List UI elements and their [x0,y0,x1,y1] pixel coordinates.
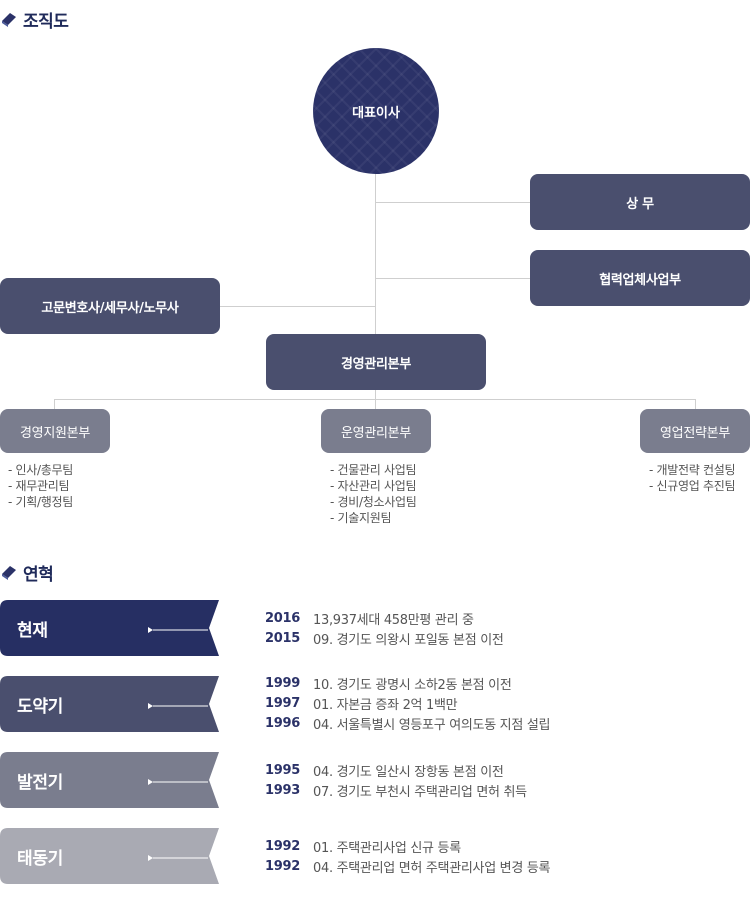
history-text: 07. 경기도 부천시 주택관리업 면허 취득 [313,784,527,800]
era-label: 도약기 [17,696,64,717]
history-text: 04. 경기도 일산시 장항동 본점 이전 [313,764,504,780]
list-item: - 자산관리 사업팀 [330,479,417,493]
connector-advisor [220,306,376,307]
list-item: 1996 04. 서울특별시 영등포구 여의도동 지점 설립 [265,713,550,733]
division-label: 경영지원본부 [20,425,90,441]
history-year: 2016 [265,610,300,626]
era-beginning: 태동기 [0,828,219,884]
history-year: 2015 [265,630,300,646]
history-year: 1996 [265,715,300,731]
list-item: 2016 13,937세대 458만평 관리 중 [265,608,504,628]
connector-division-1 [54,399,55,409]
history-text: 01. 자본금 증좌 2억 1백만 [313,697,458,713]
advisor-label: 고문변호사/세무사/노무사 [41,300,179,316]
history-year: 1997 [265,695,300,711]
history-text: 04. 주택관리업 면허 주택관리사업 변경 등록 [313,860,551,876]
list-item: 2015 09. 경기도 의왕시 포일동 본점 이전 [265,628,504,648]
era-beginning-list: 1992 01. 주택관리사업 신규 등록 1992 04. 주택관리업 면허 주택… [265,836,550,876]
division-1-team-list: - 인사/총무팀 - 재무관리팀 - 기획/행정팀 [8,462,73,510]
history-year: 1992 [265,838,300,854]
era-banner-shape [0,752,219,808]
connector-management-down [375,390,376,400]
list-item: - 재무관리팀 [8,479,70,493]
era-banner-shape [0,676,219,732]
executive-node: 상 무 [530,174,750,230]
era-banner-shape [0,828,219,884]
play-arrow-icon [148,855,208,861]
division-2-team-list: - 건물관리 사업팀 - 자산관리 사업팀 - 경비/청소사업팀 - 기술지원팀 [330,462,417,526]
play-arrow-icon [148,627,208,633]
list-item: 1997 01. 자본금 증좌 2억 1백만 [265,693,550,713]
partner-node: 협력업체사업부 [530,250,750,306]
history-text: 10. 경기도 광명시 소하2동 본점 이전 [313,677,512,693]
connector-division-3 [695,399,696,409]
ceo-node: 대표이사 [313,48,439,174]
division-label: 영업전략본부 [660,425,730,441]
list-item: - 기술지원팀 [330,511,392,525]
history-title: 연혁 [23,564,54,585]
division-node-2: 운영관리본부 [321,409,431,453]
era-present-list: 2016 13,937세대 458만평 관리 중 2015 09. 경기도 의왕시 … [265,608,504,648]
history-year: 1999 [265,675,300,691]
list-item: - 건물관리 사업팀 [330,463,417,477]
list-item: - 개발전략 컨설팅 [649,463,736,477]
executive-label: 상 무 [626,196,654,212]
list-item: - 신규영업 추진팀 [649,479,736,493]
history-year: 1995 [265,762,300,778]
list-item: - 경비/청소사업팀 [330,495,417,509]
list-item: 1999 10. 경기도 광명시 소하2동 본점 이전 [265,673,550,693]
list-item: 1992 04. 주택관리업 면허 주택관리사업 변경 등록 [265,856,550,876]
division-node-3: 영업전략본부 [640,409,750,453]
advisor-node: 고문변호사/세무사/노무사 [0,278,220,334]
management-label: 경영관리본부 [341,356,411,372]
connector-division-2 [375,399,376,409]
division-label: 운영관리본부 [341,425,411,441]
division-3-team-list: - 개발전략 컨설팅 - 신규영업 추진팀 [649,462,736,494]
history-text: 01. 주택관리사업 신규 등록 [313,840,461,856]
play-arrow-icon [148,703,208,709]
history-text: 13,937세대 458만평 관리 중 [313,612,474,628]
era-leap-list: 1999 10. 경기도 광명시 소하2동 본점 이전 1997 01. 자본금 증… [265,673,550,733]
history-year: 1993 [265,782,300,798]
history-text: 09. 경기도 의왕시 포일동 본점 이전 [313,632,504,648]
era-label: 현재 [17,620,48,641]
ceo-label: 대표이사 [352,105,400,121]
era-growth-list: 1995 04. 경기도 일산시 장항동 본점 이전 1993 07. 경기도 부천… [265,760,527,800]
era-present: 현재 [0,600,219,656]
list-item: 1993 07. 경기도 부천시 주택관리업 면허 취득 [265,780,527,800]
history-year: 1992 [265,858,300,874]
connector-partner [375,278,530,279]
book-icon [2,13,16,27]
org-section-title: 조직도 [0,6,69,32]
era-banner-shape [0,600,219,656]
org-title: 조직도 [23,11,69,32]
era-growth: 발전기 [0,752,219,808]
management-node: 경영관리본부 [266,334,486,390]
division-node-1: 경영지원본부 [0,409,110,453]
list-item: - 인사/총무팀 [8,463,73,477]
era-label: 태동기 [17,848,64,869]
list-item: 1992 01. 주택관리사업 신규 등록 [265,836,550,856]
connector-vertical-main [375,174,376,336]
history-text: 04. 서울특별시 영등포구 여의도동 지점 설립 [313,717,551,733]
connector-executive [375,202,530,203]
history-section-title: 연혁 [0,559,54,585]
list-item: - 기획/행정팀 [8,495,73,509]
era-leap: 도약기 [0,676,219,732]
book-icon [2,566,16,580]
era-label: 발전기 [17,772,64,793]
list-item: 1995 04. 경기도 일산시 장항동 본점 이전 [265,760,527,780]
partner-label: 협력업체사업부 [599,272,681,288]
play-arrow-icon [148,779,208,785]
